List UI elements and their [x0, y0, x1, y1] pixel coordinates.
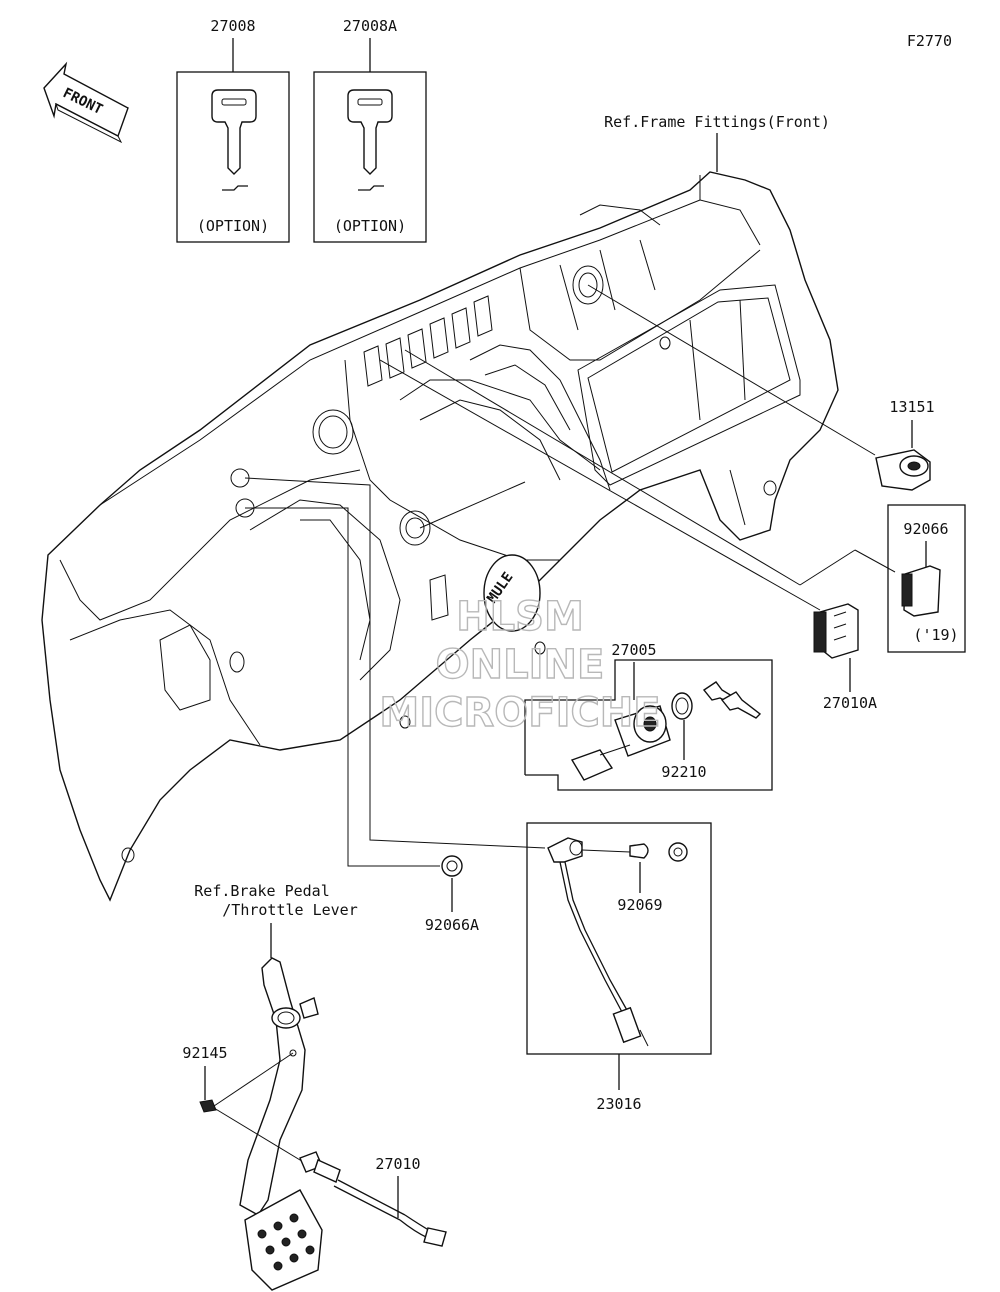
rocker-switch-27010A-icon	[813, 603, 859, 659]
part-92145: 92145	[182, 1044, 227, 1062]
ref-throttle-lever: /Throttle Lever	[222, 901, 357, 919]
dashboard-panel: MULE	[41, 171, 839, 902]
key-part-number: 27008A	[343, 17, 397, 35]
ignition-switch-27005-icon	[570, 692, 693, 781]
key-option-note: (OPTION)	[334, 217, 406, 235]
part-92066A: 92066A	[425, 916, 479, 934]
brake-pedal-icon	[239, 957, 323, 1291]
front-arrow-icon: FRONT	[43, 61, 129, 144]
bulb-92069-icon	[629, 843, 649, 859]
part-92210: 92210	[661, 763, 706, 781]
watermark: HLSM ONLINE MICROFICHE	[379, 593, 662, 736]
key-icon	[211, 89, 257, 175]
part-13151: 13151	[889, 398, 934, 416]
indicator-lights	[363, 295, 493, 387]
ref-brake-pedal: Ref.Brake Pedal	[194, 882, 329, 900]
key-option-note: (OPTION)	[197, 217, 269, 235]
ignition-keys-icon	[702, 681, 762, 719]
ref-frame-fittings: Ref.Frame Fittings(Front)	[604, 113, 830, 131]
part-23016: 23016	[596, 1095, 641, 1113]
part-27010: 27010	[375, 1155, 420, 1173]
switch-cover-92066-icon	[901, 565, 941, 617]
part-92069: 92069	[617, 896, 662, 914]
key-icon	[347, 89, 393, 175]
diagram-code: F2770	[907, 32, 952, 50]
part-92066-note: ('19)	[913, 626, 958, 644]
key-box-27008: 27008 (OPTION)	[176, 17, 290, 243]
part-92066: 92066	[903, 520, 948, 538]
part-27010A: 27010A	[823, 694, 877, 712]
part-27005: 27005	[611, 641, 656, 659]
key-box-27008A: 27008A (OPTION)	[313, 17, 427, 243]
brake-switch-27010-icon	[299, 1151, 447, 1247]
svg-text:ONLINE: ONLINE	[436, 642, 605, 688]
power-socket-13151-icon	[875, 449, 931, 491]
grommet-92066A-icon	[441, 855, 463, 877]
spring-clip-92145-icon	[199, 1099, 217, 1113]
svg-text:MICROFICHE: MICROFICHE	[379, 690, 660, 736]
svg-text:HLSM: HLSM	[456, 594, 584, 640]
grommet-icon	[668, 842, 688, 862]
harness-23016-icon	[547, 837, 649, 1047]
key-part-number: 27008	[210, 17, 255, 35]
